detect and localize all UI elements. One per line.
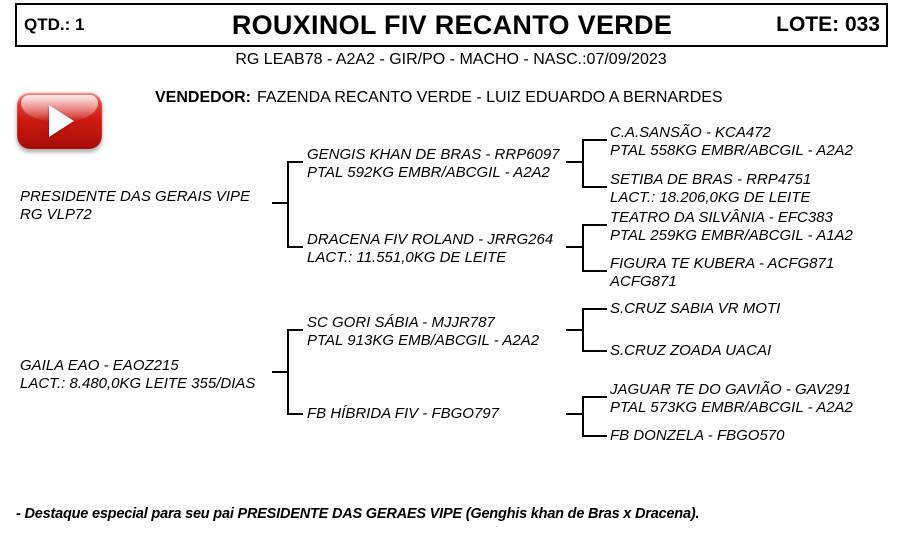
pedigree-entry-great-grandparent-4: FIGURA TE KUBERA - ACFG871 ACFG871	[610, 255, 834, 291]
animal-name: SETIBA DE BRAS - RRP4751	[610, 171, 812, 188]
page-title: ROUXINOL FIV RECANTO VERDE	[231, 9, 673, 40]
vendor-label: VENDEDOR:	[155, 89, 252, 106]
highlight-note: - Destaque especial para seu pai PRESIDE…	[16, 506, 700, 522]
pedigree-entry-dam: GAILA EAO - EAOZ215 LACT.: 8.480,0KG LEI…	[20, 357, 255, 393]
sire-bracket	[272, 161, 303, 248]
animal-name: PRESIDENTE DAS GERAIS VIPE	[20, 188, 251, 205]
pedigree-entry-paternal-grandsire: GENGIS KHAN DE BRAS - RRP6097 PTAL 592KG…	[307, 146, 560, 182]
animal-detail: PTAL 573KG EMBR/ABCGIL - A2A2	[610, 399, 853, 416]
animal-name: GAILA EAO - EAOZ215	[20, 357, 179, 374]
animal-name: SC GORI SÁBIA - MJJR787	[307, 314, 495, 331]
pedigree-entry-great-grandparent-1: C.A.SANSÃO - KCA472 PTAL 558KG EMBR/ABCG…	[610, 124, 853, 160]
pedigree-entry-great-grandparent-6: S.CRUZ ZOADA UACAI	[610, 342, 771, 360]
animal-name: GENGIS KHAN DE BRAS - RRP6097	[307, 146, 560, 163]
animal-name: DRACENA FIV ROLAND - JRRG264	[307, 231, 554, 248]
animal-detail: PTAL 259KG EMBR/ABCGIL - A1A2	[610, 227, 853, 244]
animal-name: FB HÍBRIDA FIV - FBGO797	[307, 405, 499, 422]
animal-name: JAGUAR TE DO GAVIÃO - GAV291	[610, 381, 851, 398]
animal-name: FIGURA TE KUBERA - ACFG871	[610, 255, 835, 272]
pedigree-entry-maternal-granddam: FB HÍBRIDA FIV - FBGO797	[307, 405, 499, 423]
dam-bracket	[272, 329, 303, 415]
pedigree-entry-sire: PRESIDENTE DAS GERAIS VIPE RG VLP72	[20, 188, 250, 224]
quantity-label: QTD.: 1	[24, 15, 85, 34]
animal-detail: PTAL 592KG EMBR/ABCGIL - A2A2	[307, 164, 550, 181]
paternal-granddam-bracket	[566, 224, 607, 272]
play-icon	[49, 105, 74, 137]
animal-detail: LACT.: 8.480,0KG LEITE 355/DIAS	[20, 375, 256, 392]
paternal-grandsire-bracket	[566, 139, 607, 188]
pedigree-entry-great-grandparent-8: FB DONZELA - FBGO570	[610, 427, 785, 445]
pedigree-entry-great-grandparent-3: TEATRO DA SILVÂNIA - EFC383 PTAL 259KG E…	[610, 209, 853, 245]
animal-name: FB DONZELA - FBGO570	[610, 427, 785, 444]
animal-detail: LACT.: 11.551,0KG DE LEITE	[307, 249, 507, 266]
pedigree-entry-maternal-grandsire: SC GORI SÁBIA - MJJR787 PTAL 913KG EMB/A…	[307, 314, 539, 350]
play-video-button[interactable]	[17, 92, 102, 149]
animal-detail: LACT.: 18.206,0KG DE LEITE	[610, 189, 811, 206]
animal-name: S.CRUZ ZOADA UACAI	[610, 342, 772, 359]
maternal-granddam-bracket	[566, 396, 607, 437]
pedigree-entry-great-grandparent-5: S.CRUZ SABIA VR MOTI	[610, 300, 780, 318]
pedigree-entry-great-grandparent-2: SETIBA DE BRAS - RRP4751 LACT.: 18.206,0…	[610, 171, 811, 207]
animal-detail: RG VLP72	[20, 206, 92, 223]
animal-registration-line: RG LEAB78 - A2A2 - GIR/PO - MACHO - NASC…	[235, 51, 667, 68]
animal-detail: ACFG871	[610, 273, 677, 290]
pedigree-entry-paternal-granddam: DRACENA FIV ROLAND - JRRG264 LACT.: 11.5…	[307, 231, 553, 267]
animal-detail: PTAL 913KG EMB/ABCGIL - A2A2	[307, 332, 540, 349]
lot-number: LOTE: 033	[776, 13, 880, 36]
animal-name: C.A.SANSÃO - KCA472	[610, 124, 771, 141]
animal-detail: PTAL 558KG EMBR/ABCGIL - A2A2	[610, 142, 853, 159]
vendor-name: FAZENDA RECANTO VERDE - LUIZ EDUARDO A B…	[257, 89, 723, 106]
pedigree-entry-great-grandparent-7: JAGUAR TE DO GAVIÃO - GAV291 PTAL 573KG …	[610, 381, 853, 417]
animal-name: S.CRUZ SABIA VR MOTI	[610, 300, 781, 317]
animal-name: TEATRO DA SILVÂNIA - EFC383	[610, 209, 833, 226]
lot-header-box: QTD.: 1 ROUXINOL FIV RECANTO VERDE LOTE:…	[15, 3, 888, 47]
vendor-line: VENDEDOR: FAZENDA RECANTO VERDE - LUIZ ED…	[155, 89, 723, 107]
maternal-grandsire-bracket	[566, 308, 607, 352]
